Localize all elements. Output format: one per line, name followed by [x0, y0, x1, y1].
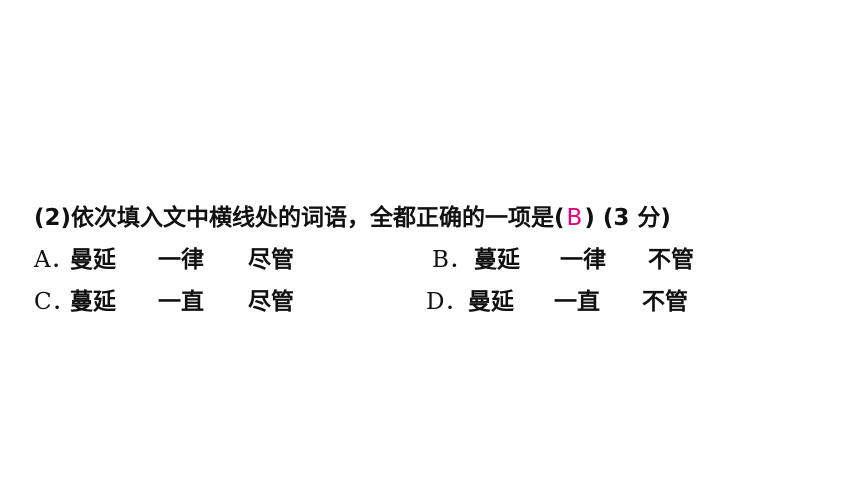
option-a-letter: A．	[34, 247, 74, 273]
option-b-letter: B．	[432, 247, 472, 273]
option-c-word-2: 一直	[158, 289, 204, 315]
option-a-word-3: 尽管	[248, 247, 294, 273]
option-a-word-2: 一律	[158, 247, 204, 273]
option-c-word-3: 尽管	[248, 289, 294, 315]
option-c-letter: C．	[34, 289, 75, 315]
question-prefix: (2)依次填入文中横线处的词语，全都正确的一项是(	[34, 205, 565, 231]
answer-mark: B	[566, 205, 583, 231]
question-stem: (2)依次填入文中横线处的词语，全都正确的一项是(B) (3 分)	[34, 198, 834, 238]
option-b-word-3: 不管	[648, 247, 694, 273]
option-a: A．	[34, 240, 74, 280]
option-d-word-3: 不管	[642, 289, 688, 315]
option-d: D．	[426, 282, 467, 322]
option-b-word-1: 蔓延	[474, 247, 520, 273]
option-d-word-1: 曼延	[468, 289, 514, 315]
option-b: B．	[432, 240, 472, 280]
option-d-letter: D．	[426, 289, 468, 315]
option-c: C．	[34, 282, 75, 322]
option-a-word-1: 曼延	[70, 247, 116, 273]
option-b-word-2: 一律	[560, 247, 606, 273]
option-c-word-1: 蔓延	[70, 289, 116, 315]
question-suffix: ) (3 分)	[584, 205, 671, 231]
option-d-word-2: 一直	[554, 289, 600, 315]
